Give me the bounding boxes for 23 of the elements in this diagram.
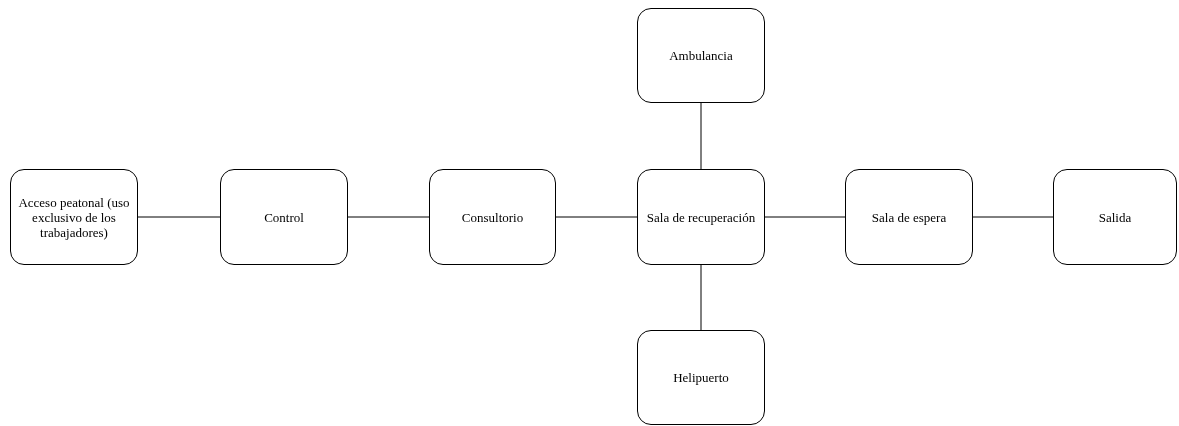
connector-line — [700, 102, 702, 170]
box-label: Control — [264, 209, 304, 225]
rounded-box — [845, 169, 973, 265]
rounded-box — [637, 8, 765, 103]
connector-line — [555, 216, 638, 218]
connector-line — [764, 216, 846, 218]
box-label: Acceso peatonal (uso exclusivo de los trabajadores) — [17, 194, 131, 240]
box-label: Helipuerto — [673, 370, 729, 385]
connector-line — [347, 216, 430, 218]
connector-line — [972, 216, 1054, 218]
box-label: Sala de espera — [871, 209, 947, 225]
rounded-box — [10, 169, 138, 265]
connector-line — [700, 264, 702, 331]
box-label: Ambulancia — [669, 48, 733, 63]
rounded-box — [429, 169, 556, 265]
box-label: Sala de recuperación — [646, 209, 756, 225]
box-label: Salida — [1098, 209, 1132, 225]
rounded-box — [637, 169, 765, 265]
box-label: Consultorio — [461, 209, 524, 225]
rounded-box — [637, 330, 765, 425]
rounded-box — [220, 169, 348, 265]
rounded-box — [1053, 169, 1177, 265]
connector-line — [137, 216, 221, 218]
